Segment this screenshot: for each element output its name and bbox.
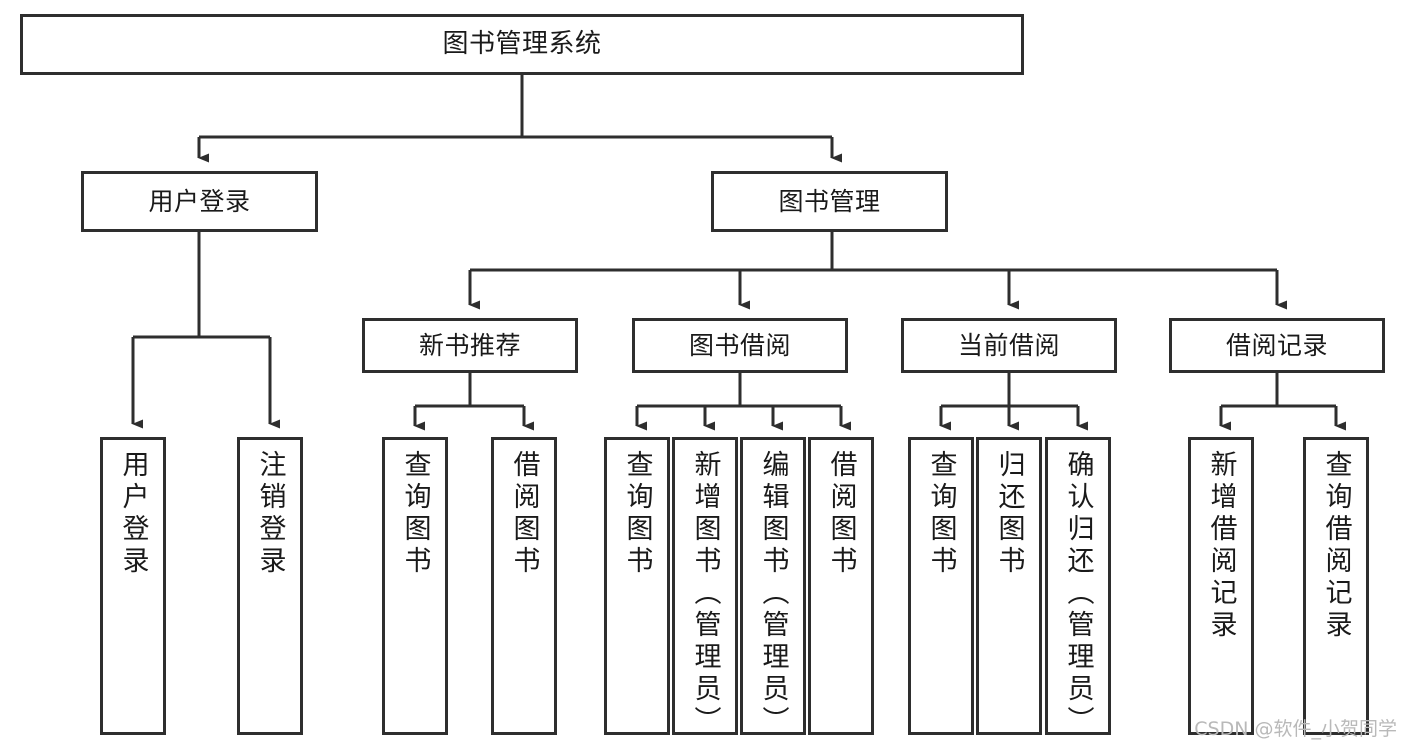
node-book-management[interactable]: 图书管理 [711,171,948,232]
leaf-new-book-query-books[interactable]: 查询图书 [382,437,448,735]
node-label: 借阅图书 [508,450,540,578]
leaf-book-borrow-add-book-admin[interactable]: 新增图书（管理员） [672,437,738,738]
node-label: 新增图书（管理员） [689,450,721,738]
node-label: 查询图书 [621,450,653,578]
leaf-user-login-logout[interactable]: 注销登录 [237,437,303,735]
node-label: 用户登录 [117,450,149,578]
node-label: 借阅图书 [825,450,857,578]
node-label: 当前借阅 [957,330,1060,360]
leaf-borrow-record-add-record[interactable]: 新增借阅记录 [1188,437,1254,735]
leaf-book-borrow-query-books[interactable]: 查询图书 [604,437,670,735]
node-current-borrowing[interactable]: 当前借阅 [901,318,1117,373]
node-borrowing-record[interactable]: 借阅记录 [1169,318,1385,373]
leaf-current-borrow-confirm-return-admin[interactable]: 确认归还（管理员） [1045,437,1111,738]
node-label: 图书管理系统 [442,29,602,60]
node-label: 借阅记录 [1225,330,1328,360]
node-label: 用户登录 [148,186,251,216]
node-label: 查询图书 [399,450,431,578]
node-label: 新增借阅记录 [1205,450,1237,642]
node-label: 图书管理 [778,186,881,216]
leaf-current-borrow-return-books[interactable]: 归还图书 [976,437,1042,735]
node-label: 图书借阅 [688,330,791,360]
node-label: 注销登录 [254,450,286,578]
leaf-new-book-borrow-books[interactable]: 借阅图书 [491,437,557,735]
node-label: 查询图书 [925,450,957,578]
leaf-current-borrow-query-books[interactable]: 查询图书 [908,437,974,735]
leaf-user-login-login[interactable]: 用户登录 [100,437,166,735]
leaf-book-borrow-borrow-books[interactable]: 借阅图书 [808,437,874,735]
leaf-book-borrow-edit-book-admin[interactable]: 编辑图书（管理员） [740,437,806,738]
node-book-borrowing[interactable]: 图书借阅 [632,318,848,373]
node-label: 编辑图书（管理员） [757,450,789,738]
node-label: 查询借阅记录 [1320,450,1352,642]
csdn-watermark: CSDN @软件_小贺同学 [1194,718,1397,740]
node-user-login[interactable]: 用户登录 [81,171,318,232]
leaf-borrow-record-query-record[interactable]: 查询借阅记录 [1303,437,1369,735]
node-label: 新书推荐 [418,330,521,360]
node-label: 归还图书 [993,450,1025,578]
node-new-book-recommendation[interactable]: 新书推荐 [362,318,578,373]
node-label: 确认归还（管理员） [1062,450,1094,738]
node-book-management-system[interactable]: 图书管理系统 [20,14,1024,75]
